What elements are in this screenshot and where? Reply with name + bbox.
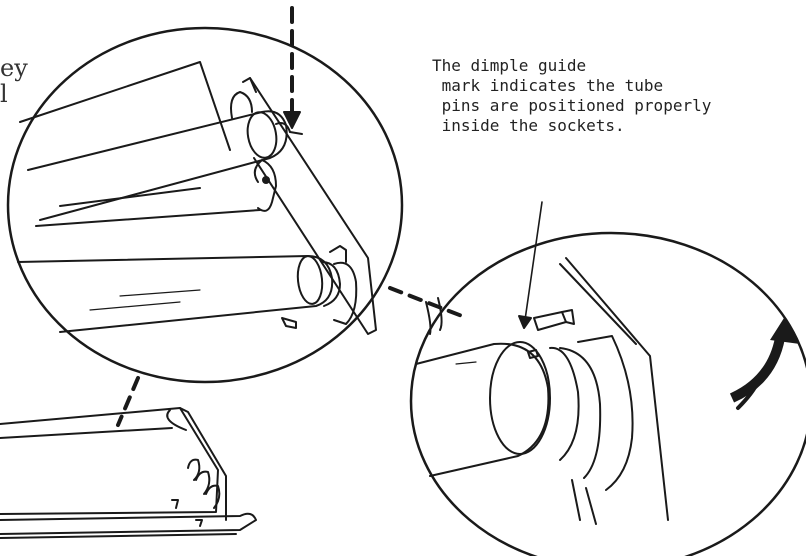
cut-off-text-line-2: l <box>0 80 8 108</box>
caption-line-3: pins are positioned properly <box>432 96 712 115</box>
caption-line-1: The dimple guide <box>432 56 587 75</box>
rotate-arrow-icon <box>729 318 800 410</box>
dimple-guide-mark <box>527 349 539 359</box>
fixture-housing <box>0 407 257 539</box>
cut-off-edge-text: ey l <box>0 55 28 107</box>
caption-pointer <box>524 201 543 321</box>
caption-line-4: inside the sockets. <box>432 116 625 135</box>
lower-detail-circle <box>409 231 806 556</box>
dimple-caption: The dimple guide mark indicates the tube… <box>432 56 762 136</box>
caption-line-2: mark indicates the tube <box>432 76 664 95</box>
link-upper-to-detail <box>388 286 464 318</box>
link-fixture-to-upper <box>116 376 140 427</box>
insertion-arrow <box>283 6 301 129</box>
upper-detail-circle <box>6 26 404 384</box>
cut-off-text-line-1: ey <box>0 54 28 82</box>
